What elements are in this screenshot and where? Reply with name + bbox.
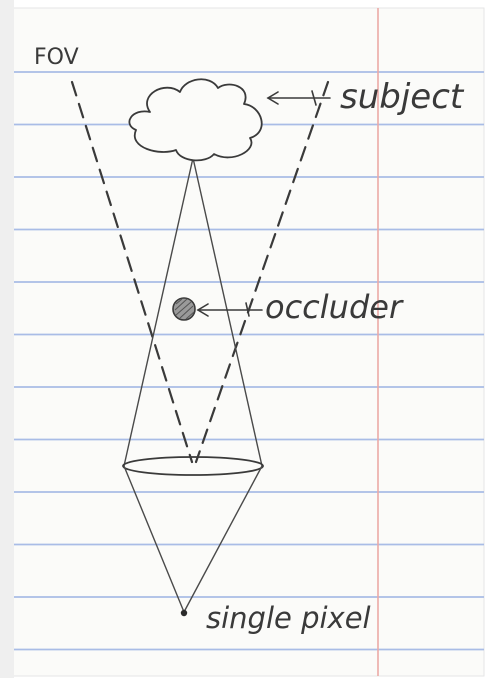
single-pixel-label: single pixel <box>206 601 371 635</box>
pixel-dot <box>181 610 187 616</box>
occluder-label: occluder <box>265 288 404 326</box>
subject-label: subject <box>340 77 465 117</box>
fov-label: FOV <box>34 45 79 70</box>
paper-shadow <box>0 0 14 678</box>
